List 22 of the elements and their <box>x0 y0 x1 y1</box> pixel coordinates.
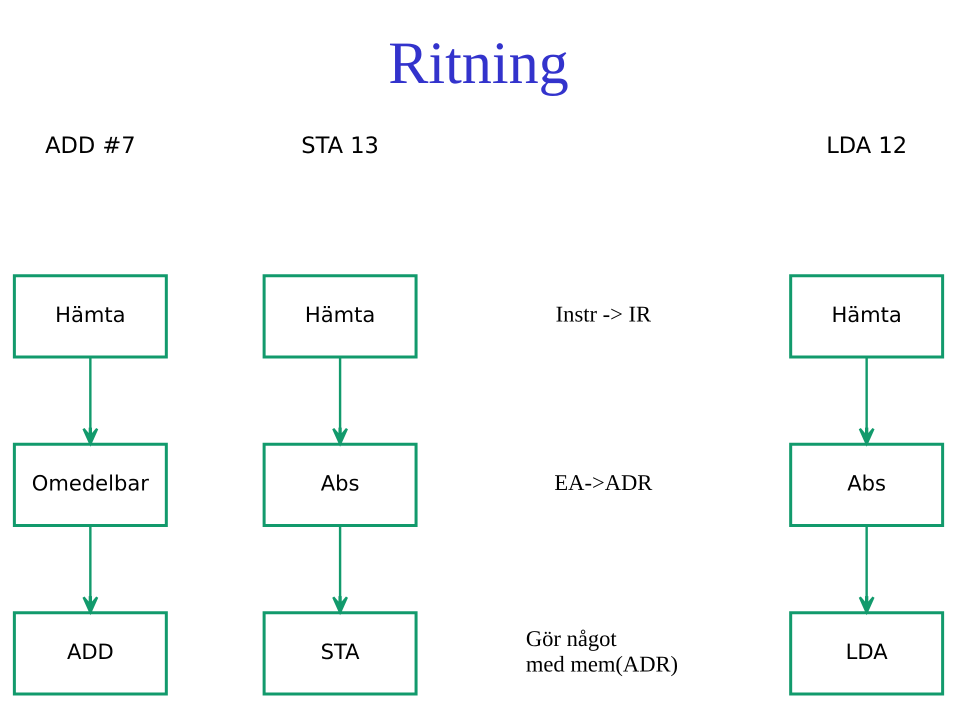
node-box: Abs <box>262 442 418 526</box>
node-box: Hämta <box>12 274 168 358</box>
arrow <box>82 525 98 614</box>
label: Instr -> IR <box>556 301 652 326</box>
label: ADD #7 <box>45 132 136 159</box>
diagram-title: Ritning <box>388 30 569 97</box>
node-box: Omedelbar <box>12 442 168 526</box>
label: LDA 12 <box>826 132 908 159</box>
label: Gör något med mem(ADR) <box>526 625 678 676</box>
label: EA->ADR <box>554 470 652 495</box>
arrow <box>332 356 348 445</box>
arrow <box>858 356 875 445</box>
node-box: Hämta <box>262 274 418 358</box>
arrow <box>332 525 348 614</box>
node-box: Abs <box>789 442 944 526</box>
arrow <box>82 356 98 445</box>
arrow <box>858 525 875 614</box>
node-box: STA <box>262 610 418 695</box>
node-box: LDA <box>789 610 944 695</box>
label: STA 13 <box>301 132 379 159</box>
node-box: ADD <box>12 610 168 695</box>
node-box: Hämta <box>789 274 944 358</box>
